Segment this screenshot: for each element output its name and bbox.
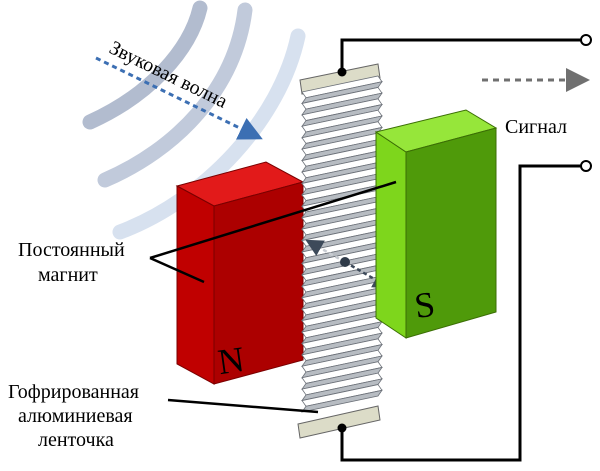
magnet-label-line1: Постоянный xyxy=(18,239,125,261)
bottom-wire xyxy=(340,164,582,462)
magnet-label-line2: магнит xyxy=(38,264,98,286)
signal-wires xyxy=(340,38,582,462)
bottom-wire-contact xyxy=(337,423,347,433)
sound-wave-arcs xyxy=(82,0,306,240)
top-terminal xyxy=(580,34,592,46)
ribbon-bottom-clamp xyxy=(297,405,381,439)
magnet-leader-lines xyxy=(149,180,397,284)
south-magnet-side xyxy=(375,131,407,339)
wave-arc-3 xyxy=(112,28,306,240)
ribbon-label-line2: алюминиевая xyxy=(18,405,133,427)
bottom-terminal xyxy=(580,160,592,172)
ribbon-label-line3: ленточка xyxy=(38,429,114,451)
sound-wave-arrow xyxy=(95,56,263,140)
top-wire xyxy=(340,38,582,72)
wave-arc-2 xyxy=(97,2,253,188)
north-pole-label: N xyxy=(215,339,246,382)
ribbon-leader-line xyxy=(167,398,319,414)
ribbon-top-clamp xyxy=(299,63,381,95)
north-magnet-front xyxy=(176,185,215,385)
ribbon-label-line1: Гофрированная xyxy=(8,381,139,403)
south-magnet-front xyxy=(405,127,497,339)
south-magnet: S xyxy=(374,109,498,339)
signal-label: Сигнал xyxy=(505,116,567,138)
wave-arc-1 xyxy=(82,0,208,130)
top-wire-contact xyxy=(337,67,347,77)
north-magnet: N xyxy=(175,161,305,385)
